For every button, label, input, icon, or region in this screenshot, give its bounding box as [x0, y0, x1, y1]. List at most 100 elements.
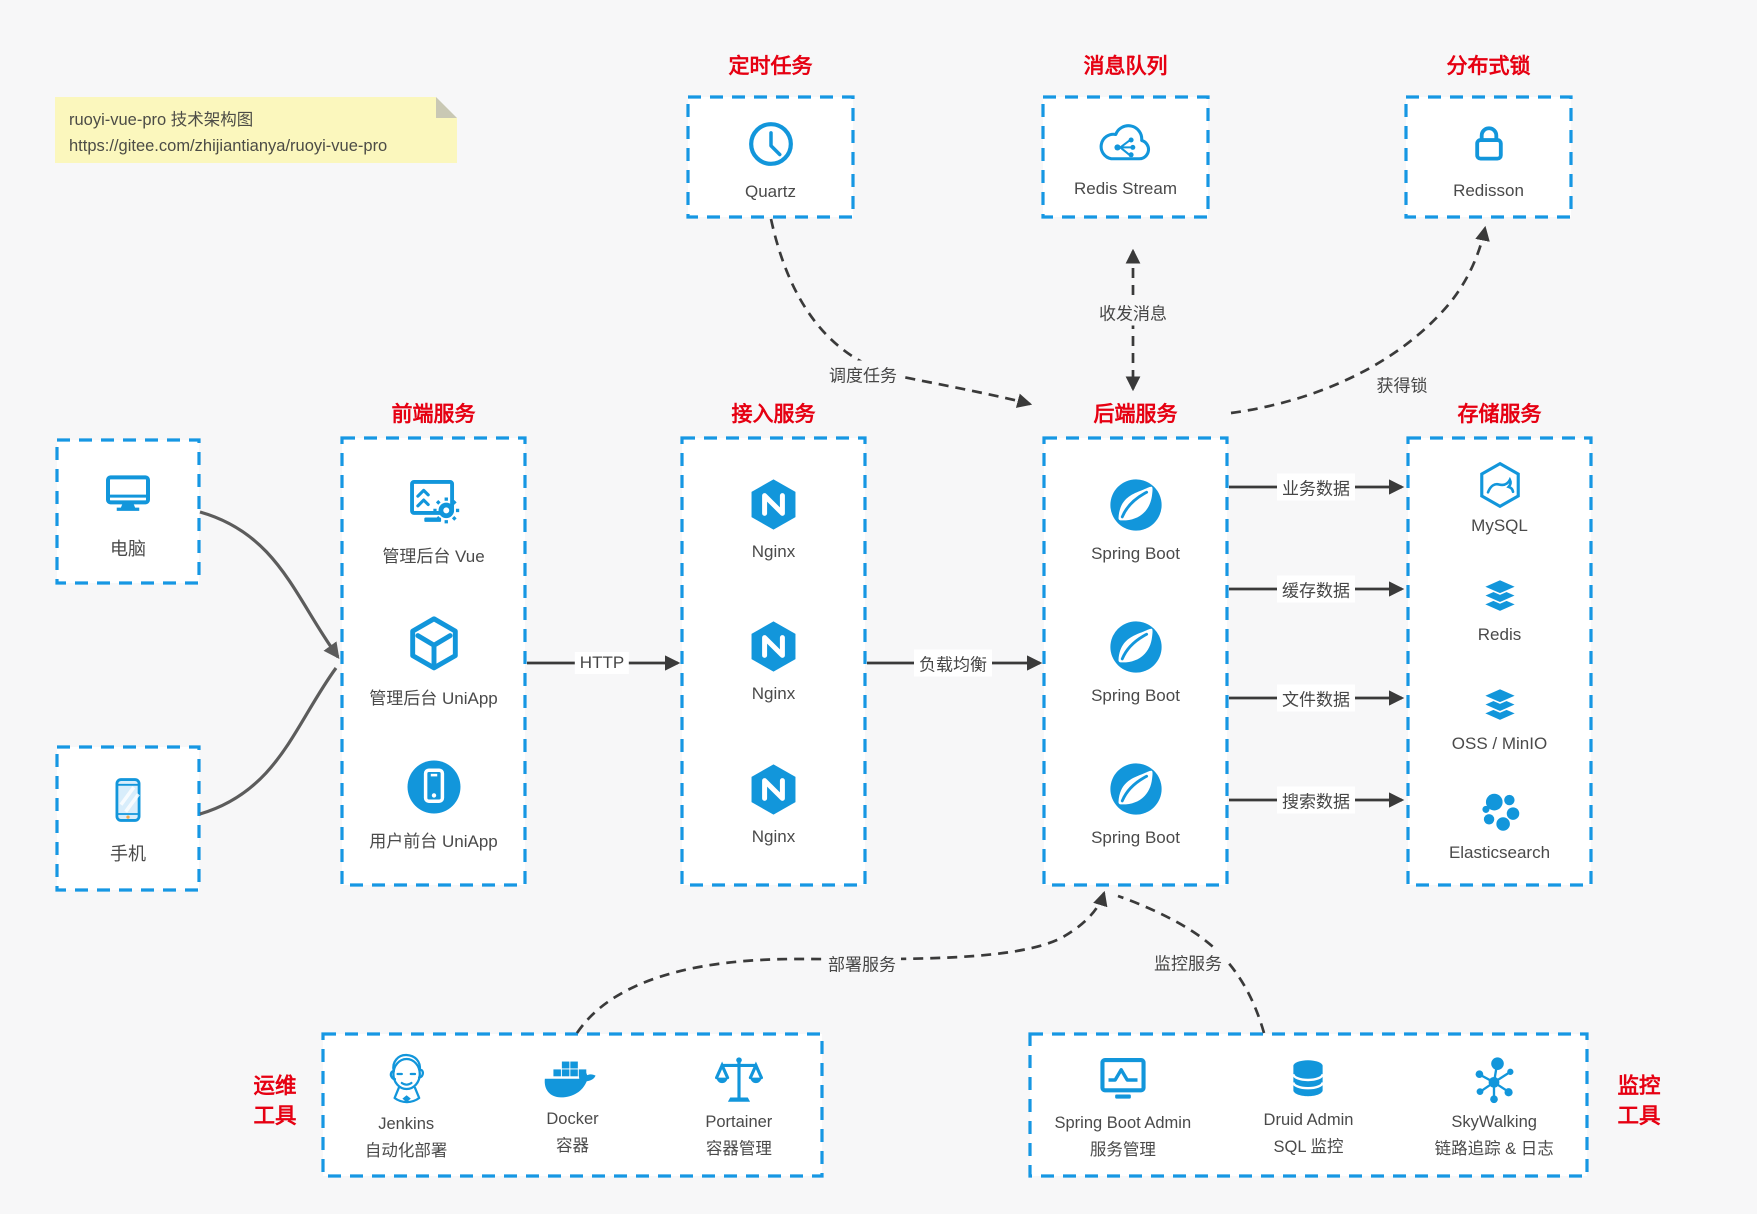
mysql-label: MySQL	[1471, 516, 1528, 536]
elasticsearch-icon	[1475, 787, 1525, 837]
mobile-label: 手机	[110, 843, 146, 864]
nginx-label: Nginx	[751, 826, 796, 846]
flow-label-acquire-lock: 获得锁	[1371, 370, 1433, 398]
title-backend-services: 后端服务	[1093, 403, 1178, 426]
druid-desc: SQL 监控	[1273, 1138, 1344, 1156]
flow-label-file-data: 文件数据	[1277, 684, 1355, 712]
frontend-services-box: 管理后台 Vue 管理后台 UniApp 用户前台 UniApp	[342, 438, 525, 885]
flow-label-search-data: 搜索数据	[1277, 786, 1355, 814]
list-item: Nginx	[682, 733, 865, 875]
mobile-icon	[100, 772, 156, 828]
portainer-label: Portainer	[705, 1113, 773, 1132]
spring-icon	[1106, 759, 1166, 819]
spring-boot-admin-icon	[1094, 1051, 1152, 1109]
skywalking-desc: 链路追踪 & 日志	[1434, 1140, 1554, 1158]
list-item: MySQL	[1408, 444, 1591, 553]
storage-services-box: MySQL Redis OSS / MinIO Elasticsearch	[1408, 438, 1591, 885]
docker-desc: 容器	[555, 1137, 589, 1155]
user-app-icon	[403, 756, 465, 818]
jenkins-icon	[377, 1050, 435, 1110]
list-item: Spring Boot	[1044, 448, 1227, 590]
sba-label: Spring Boot Admin	[1054, 1114, 1192, 1133]
ops-tools-title: 运维 工具	[240, 1071, 310, 1131]
clock-icon	[743, 116, 799, 172]
docker-label: Docker	[546, 1110, 599, 1129]
title-gateway-services: 接入服务	[731, 403, 816, 426]
list-item: Portainer 容器管理	[656, 1048, 822, 1162]
list-item: Elasticsearch	[1408, 770, 1591, 879]
redis-stream-box: Redis Stream	[1043, 97, 1208, 217]
flow-label-business-data: 业务数据	[1277, 473, 1355, 501]
flow-label-cache-data: 缓存数据	[1277, 575, 1355, 603]
title-message-queue: 消息队列	[1083, 55, 1168, 78]
elasticsearch-label: Elasticsearch	[1448, 842, 1551, 862]
list-item: Nginx	[682, 590, 865, 732]
list-item: Spring Boot	[1044, 590, 1227, 732]
redis-label: Redis	[1477, 625, 1522, 645]
nginx-icon	[745, 476, 802, 533]
docker-icon	[541, 1055, 603, 1105]
title-frontend-services: 前端服务	[391, 403, 476, 426]
note-url: https://gitee.com/zhijiantianya/ruoyi-vu…	[69, 136, 388, 155]
mysql-icon	[1475, 460, 1525, 510]
list-item: 管理后台 UniApp	[342, 590, 525, 732]
list-item: Nginx	[682, 448, 865, 590]
list-item: 用户前台 UniApp	[342, 733, 525, 875]
nginx-label: Nginx	[751, 684, 796, 704]
flow-label-load-balance: 负载均衡	[914, 649, 992, 677]
jenkins-label: Jenkins	[378, 1115, 435, 1134]
layers-stack-icon	[1475, 678, 1525, 728]
layers-stack-icon	[1475, 569, 1525, 619]
note-title: ruoyi-vue-pro 技术架构图	[69, 111, 254, 129]
cloud-stream-icon	[1096, 119, 1156, 169]
flow-label-deploy-service: 部署服务	[823, 949, 901, 977]
flow-label-monitor-service: 监控服务	[1149, 948, 1227, 976]
title-scheduled-tasks: 定时任务	[728, 55, 813, 78]
skywalking-label: SkyWalking	[1451, 1113, 1537, 1132]
user-uniapp-label: 用户前台 UniApp	[369, 831, 498, 851]
nginx-icon	[745, 618, 802, 675]
portainer-desc: 容器管理	[705, 1140, 772, 1158]
title-distributed-lock: 分布式锁	[1446, 55, 1531, 78]
pc-client-box: 电脑	[57, 440, 199, 583]
admin-vue-icon	[403, 471, 465, 533]
client-arrows	[199, 510, 340, 816]
nginx-icon	[745, 761, 802, 818]
redisson-box: Redisson	[1406, 97, 1571, 217]
list-item: OSS / MinIO	[1408, 662, 1591, 771]
desktop-icon	[98, 463, 158, 523]
list-item: Druid Admin SQL 监控	[1216, 1050, 1402, 1160]
title-storage-services: 存储服务	[1457, 403, 1542, 426]
monitor-tools-title: 监控 工具	[1604, 1071, 1674, 1131]
mobile-client-box: 手机	[57, 747, 199, 890]
quartz-box: Quartz	[688, 97, 853, 217]
list-item: Spring Boot	[1044, 733, 1227, 875]
pc-label: 电脑	[110, 538, 146, 559]
ops-tools-box: Jenkins 自动化部署 Docker 容器 Portainer 容器管理	[323, 1034, 822, 1176]
ops-title-line2: 工具	[253, 1104, 297, 1128]
spring-boot-label: Spring Boot	[1091, 543, 1180, 563]
flow-label-send-receive-msg: 收发消息	[1094, 298, 1172, 326]
uniapp-cube-icon	[403, 613, 465, 675]
spring-icon	[1106, 617, 1166, 677]
skywalking-icon	[1466, 1052, 1522, 1108]
druid-icon	[1282, 1054, 1334, 1106]
list-item: 管理后台 Vue	[342, 448, 525, 590]
flow-label-schedule-job: 调度任务	[824, 360, 902, 388]
sba-desc: 服务管理	[1089, 1141, 1156, 1159]
portainer-icon	[711, 1052, 767, 1108]
redis-stream-label: Redis Stream	[1074, 179, 1177, 198]
spring-icon	[1106, 475, 1166, 535]
jenkins-desc: 自动化部署	[364, 1142, 448, 1160]
monitor-title-line1: 监控	[1617, 1074, 1661, 1098]
backend-services-box: Spring Boot Spring Boot Spring Boot	[1044, 438, 1227, 885]
quartz-label: Quartz	[744, 182, 797, 201]
sticky-note: ruoyi-vue-pro 技术架构图 https://gitee.com/zh…	[55, 97, 457, 163]
monitor-title-line2: 工具	[1617, 1104, 1661, 1128]
list-item: Jenkins 自动化部署	[323, 1046, 489, 1164]
flow-label-http: HTTP	[574, 652, 630, 674]
list-item: Redis	[1408, 553, 1591, 662]
list-item: Docker 容器	[489, 1051, 655, 1159]
list-item: SkyWalking 链路追踪 & 日志	[1401, 1048, 1587, 1162]
